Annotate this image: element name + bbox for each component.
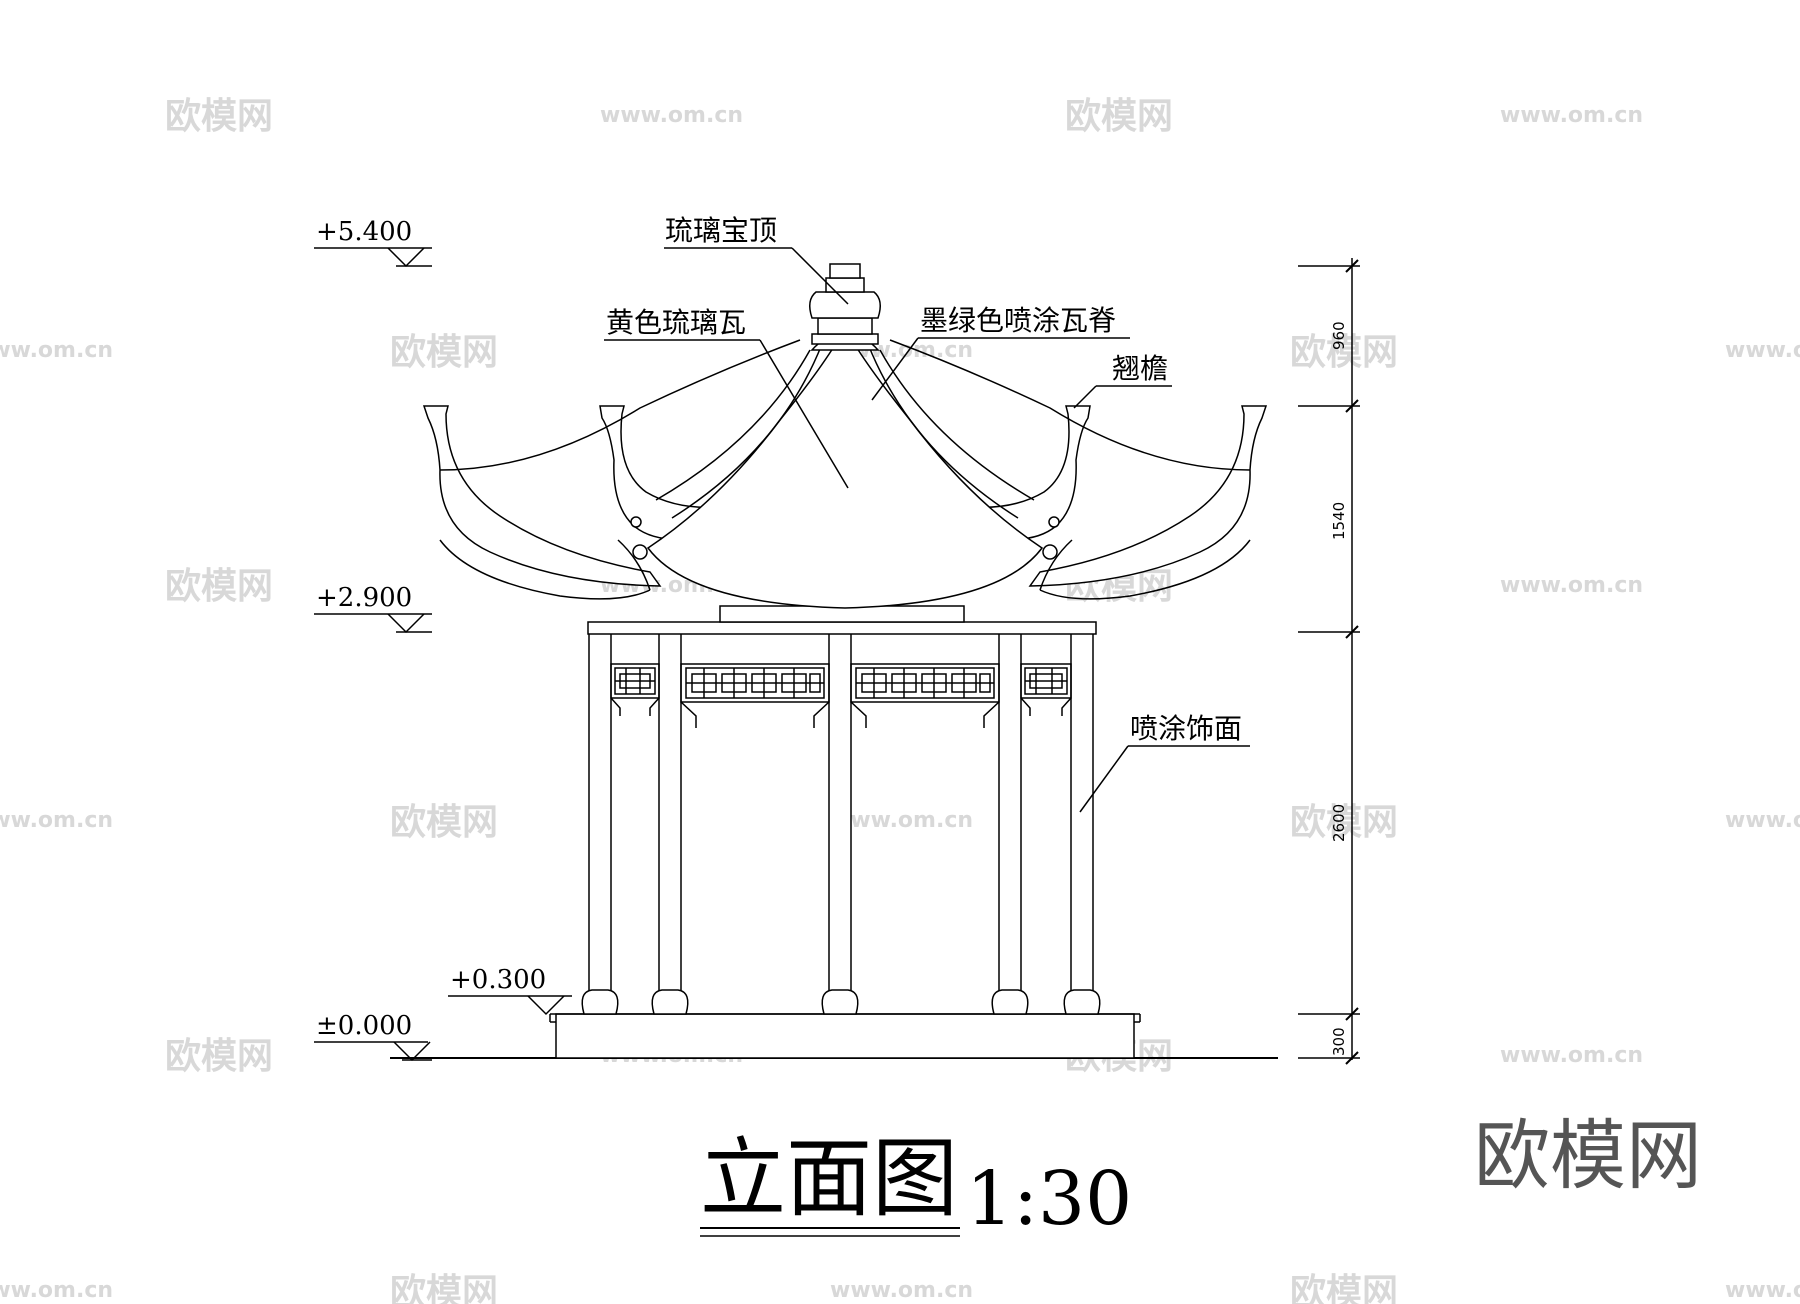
eave-corner-left-outer (422, 405, 662, 587)
annotation-label-finish: 喷涂饰面 (1130, 712, 1242, 745)
dimension-chain: 960 1540 2600 300 (1298, 258, 1360, 1065)
elevation-label-top: +5.400 (316, 217, 412, 247)
watermark-text: www.om.cn (1725, 1278, 1800, 1303)
title-scale: 1:30 (966, 1156, 1132, 1242)
watermark-text: www.om.cn (1725, 338, 1800, 363)
watermark-text: 欧模网 (165, 566, 273, 607)
watermark-text: www.om.cn (1500, 1043, 1643, 1068)
watermark-text: 欧模网 (390, 332, 498, 373)
elevation-label-eave: +2.900 (316, 583, 412, 613)
column (651, 631, 689, 1015)
watermark-text: 欧模网 (1290, 802, 1398, 843)
lattice-panel (680, 663, 830, 728)
annotation-label-ridge: 墨绿色喷涂瓦脊 (920, 304, 1116, 337)
annotation-finial: 琉璃宝顶 (664, 214, 849, 305)
elevation-label-ground: ±0.000 (316, 1011, 412, 1041)
column (1063, 631, 1101, 1015)
drawing-title: 立面图 1:30 (700, 1129, 1132, 1242)
dimension-label: 1540 (1330, 502, 1348, 540)
lattice-panel (1020, 663, 1072, 716)
watermark-text: 欧模网 (165, 1036, 273, 1077)
dimension-label: 2600 (1330, 804, 1348, 842)
eave-corner-right-outer (1028, 405, 1268, 587)
watermark-text: 欧模网 (165, 96, 273, 137)
watermark-text: www.om.cn (0, 808, 113, 833)
watermark-text: www.om.cn (0, 1278, 113, 1303)
watermark-text: www.om.cn (1725, 808, 1800, 833)
watermark-text: 欧模网 (1290, 1272, 1398, 1304)
column (991, 631, 1029, 1015)
elevation-marker-ground: ±0.000 (314, 1011, 432, 1062)
title-name: 立面图 (700, 1129, 958, 1229)
plinth-platform (555, 1013, 1135, 1059)
annotation-label-tile: 黄色琉璃瓦 (606, 306, 746, 339)
annotation-label-finial: 琉璃宝顶 (665, 214, 777, 247)
finial (809, 263, 881, 335)
columns (581, 631, 1101, 1015)
annotation-ridge: 墨绿色喷涂瓦脊 (871, 304, 1130, 401)
column (821, 631, 859, 1015)
lattice-panel (850, 663, 1000, 728)
elevation-marker-plinth: +0.300 (448, 965, 572, 1016)
lattice-panels (610, 663, 1072, 728)
column (581, 631, 619, 1015)
annotation-finish: 喷涂饰面 (1079, 712, 1250, 813)
elevation-label-plinth: +0.300 (450, 965, 546, 995)
ridge-line (671, 343, 823, 519)
base-platform (390, 1013, 1278, 1059)
watermark-text: www.om.cn (830, 808, 973, 833)
dimension-label: 300 (1330, 1027, 1348, 1056)
watermark-text: www.om.cn (1500, 103, 1643, 128)
roof-main-face (646, 339, 1044, 609)
watermark-text: www.om.cn (830, 1278, 973, 1303)
annotation-label-eaves: 翘檐 (1112, 352, 1168, 385)
annotation-eaves: 翘檐 (1073, 352, 1172, 409)
roof (422, 333, 1268, 609)
watermark-text: www.om.cn (0, 338, 113, 363)
logo-watermark: 欧模网 (1474, 1111, 1702, 1200)
ridge-line (655, 349, 811, 501)
eave-beam (587, 605, 1097, 635)
watermark-text: www.om.cn (1500, 573, 1643, 598)
elevation-marker-top: +5.400 (314, 217, 432, 268)
dimension-label: 960 (1330, 321, 1348, 350)
watermark-text: 欧模网 (1290, 332, 1398, 373)
annotation-tile: 黄色琉璃瓦 (604, 306, 849, 489)
lattice-panel (610, 663, 660, 716)
elevation-marker-eave: +2.900 (314, 583, 432, 634)
watermark-text: 欧模网 (1065, 96, 1173, 137)
watermark-text: 欧模网 (390, 802, 498, 843)
ridge-line (867, 343, 1019, 519)
watermark-text: www.om.cn (600, 103, 743, 128)
watermark-text: 欧模网 (390, 1272, 498, 1304)
